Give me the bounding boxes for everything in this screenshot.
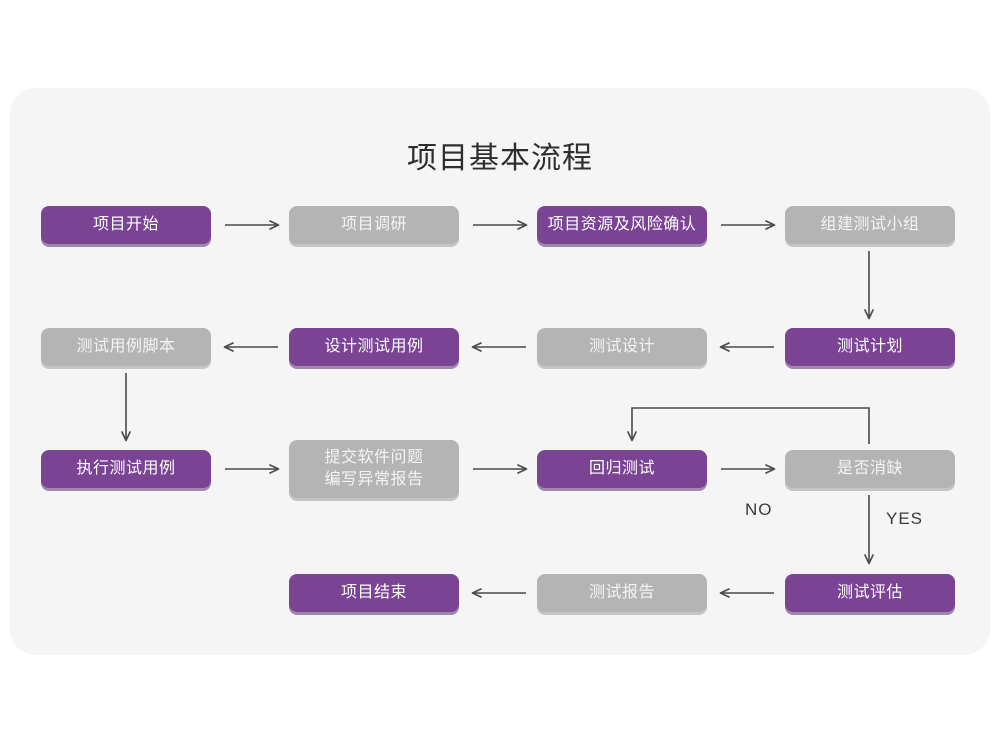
node-label: 测试用例脚本 [76,338,176,355]
node-build-test-team[interactable]: 组建测试小组 [785,206,955,244]
node-project-end[interactable]: 项目结束 [289,574,459,612]
node-label: 回归测试 [588,460,655,477]
node-label: 是否消缺 [836,460,903,477]
node-resource-risk-confirm[interactable]: 项目资源及风险确认 [537,206,707,244]
node-execute-testcase[interactable]: 执行测试用例 [41,450,211,488]
page-title: 项目基本流程 [407,142,593,175]
node-defect-resolved-decision[interactable]: 是否消缺 [785,450,955,488]
node-test-report[interactable]: 测试报告 [537,574,707,612]
node-label: 项目资源及风险确认 [547,216,697,233]
node-label: 测试评估 [836,584,903,601]
node-project-research[interactable]: 项目调研 [289,206,459,244]
node-label: 项目结束 [340,584,407,601]
node-testcase-script[interactable]: 测试用例脚本 [41,328,211,366]
node-label: 测试设计 [588,338,655,355]
node-label: 项目开始 [92,216,159,233]
node-test-evaluation[interactable]: 测试评估 [785,574,955,612]
node-label: 测试报告 [588,584,655,601]
node-label: 提交软件问题 编写异常报告 [324,449,424,488]
node-label: 设计测试用例 [324,338,424,355]
node-design-testcase[interactable]: 设计测试用例 [289,328,459,366]
node-label: 执行测试用例 [76,460,176,477]
node-test-plan[interactable]: 测试计划 [785,328,955,366]
edge-label-yes: YES [886,509,924,528]
node-regression-test[interactable]: 回归测试 [537,450,707,488]
node-test-design[interactable]: 测试设计 [537,328,707,366]
node-project-start[interactable]: 项目开始 [41,206,211,244]
node-submit-defect-report[interactable]: 提交软件问题 编写异常报告 [289,440,459,498]
edge-n12-n11-no [627,407,870,444]
edge-label-no: NO [745,500,773,519]
node-label: 项目调研 [340,216,407,233]
node-label: 组建测试小组 [820,216,920,233]
node-label: 测试计划 [836,338,903,355]
flowchart-panel: 项目基本流程 [10,88,990,655]
